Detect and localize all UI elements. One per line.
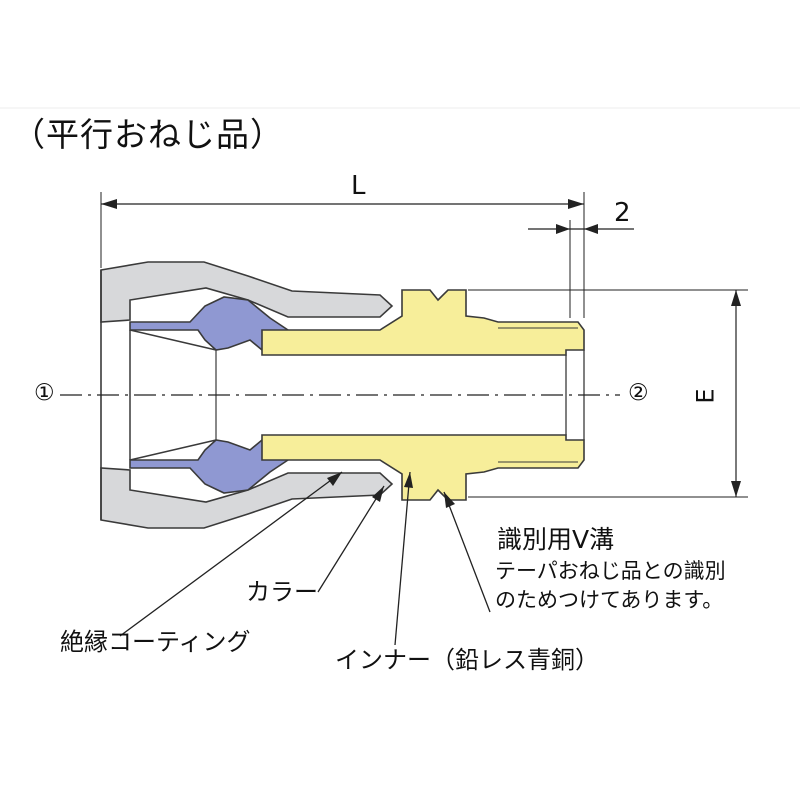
groove-note-line-1: テーパおねじ品との識別 bbox=[495, 559, 726, 583]
port-2-marker: ② bbox=[628, 380, 649, 406]
groove-label-title: 識別用V溝 bbox=[497, 525, 615, 554]
inner-label: インナー（鉛レス青銅） bbox=[335, 646, 599, 674]
leader-inner bbox=[394, 471, 411, 646]
leader-collar bbox=[317, 485, 385, 593]
groove-note-line-2: のためつけてあります。 bbox=[495, 588, 724, 612]
bore-line-top bbox=[129, 329, 217, 351]
leader-groove-arrow bbox=[444, 492, 455, 508]
leader-coating-arrow bbox=[327, 472, 342, 486]
leader-groove bbox=[443, 491, 491, 613]
leader-coating bbox=[119, 471, 343, 637]
dimension-thread-diameter-label: E bbox=[691, 388, 720, 404]
dimension-groove-offset-label: 2 bbox=[614, 198, 631, 228]
dim-2-arrow-right bbox=[584, 224, 598, 234]
dim-E-arrow-top bbox=[731, 290, 741, 306]
bore-line-bottom bbox=[129, 439, 217, 461]
outer-body-bottom bbox=[100, 467, 394, 529]
leader-collar-arrow bbox=[372, 486, 384, 502]
dim-E-arrow-bottom bbox=[731, 481, 741, 497]
port-1-marker: ① bbox=[34, 380, 55, 406]
inner-brass-bottom bbox=[261, 434, 585, 501]
dim-L-arrow-left bbox=[101, 199, 117, 209]
collar-label: カラー bbox=[246, 578, 318, 606]
leader-inner-arrow bbox=[404, 472, 413, 488]
page-title: （平行おねじ品） bbox=[12, 115, 284, 154]
inner-brass-top bbox=[261, 289, 585, 356]
insulation-coating-label: 絶縁コーティング bbox=[60, 628, 251, 656]
thread-lines bbox=[498, 327, 578, 463]
dim-L-arrow-right bbox=[568, 199, 584, 209]
outer-body-top bbox=[100, 261, 394, 323]
dim-2-arrow-left bbox=[556, 224, 570, 234]
dimension-length-label: L bbox=[351, 171, 366, 201]
